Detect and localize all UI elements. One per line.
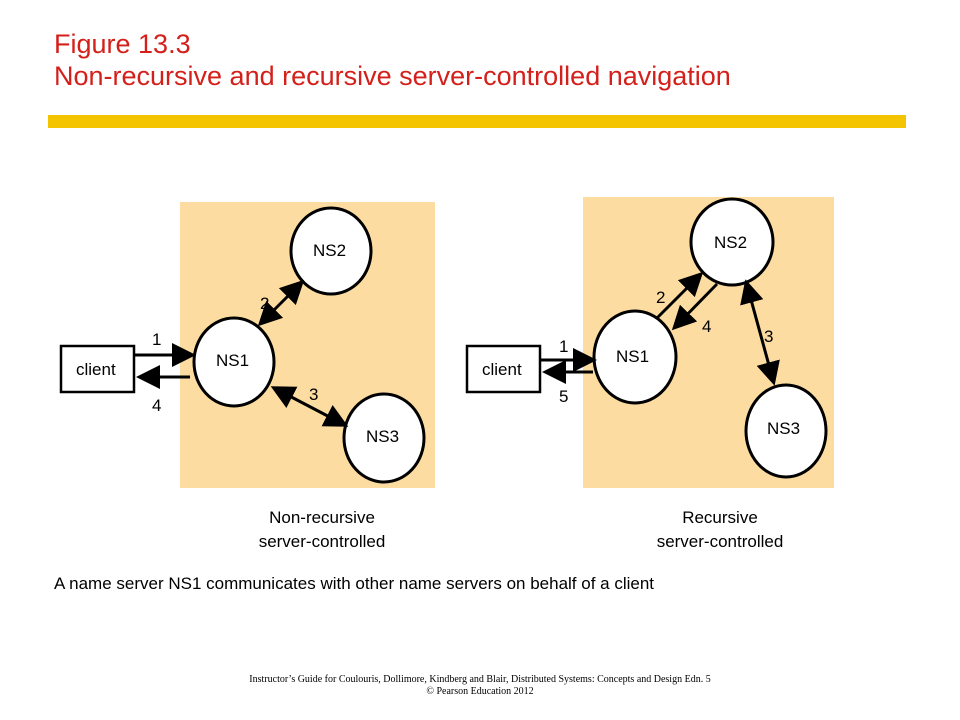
slide-title: Figure 13.3 Non-recursive and recursive … [54, 28, 731, 92]
left-caption-line2: server-controlled [258, 532, 386, 551]
right-client-box [465, 344, 542, 394]
right-ns3-label: NS3 [767, 419, 800, 438]
left-client-label: client [76, 360, 116, 379]
right-client-label: client [482, 360, 522, 379]
right-step-1-label: 1 [559, 337, 568, 356]
right-step-4-label: 4 [702, 317, 711, 336]
credit-line2: © Pearson Education 2012 [426, 686, 534, 697]
left-caption: Non-recursive server-controlled [212, 506, 432, 554]
right-arrow-step-3 [740, 279, 780, 386]
left-client-box [59, 344, 136, 394]
figure-number: Figure 13.3 [54, 29, 191, 59]
right-arrow-step-2 [655, 271, 704, 320]
right-caption-line2: server-controlled [656, 532, 784, 551]
right-step-3-label: 3 [764, 327, 773, 346]
left-caption-line1: Non-recursive [269, 508, 375, 527]
left-step-1-label: 1 [152, 330, 161, 349]
left-arrow-step-2 [257, 279, 305, 327]
left-step-2-label: 2 [260, 294, 269, 313]
recursive-diagram: client NS1 NS2 NS3 1 5 2 4 3 [465, 197, 834, 488]
left-ns3-node [342, 392, 426, 484]
right-ns2-label: NS2 [714, 233, 747, 252]
credit-footer: Instructor’s Guide for Coulouris, Dollim… [0, 674, 960, 698]
figure-title: Non-recursive and recursive server-contr… [54, 61, 731, 91]
left-step-3-label: 3 [309, 385, 318, 404]
title-underline-bar [48, 115, 906, 128]
credit-line1: Instructor’s Guide for Coulouris, Dollim… [249, 674, 711, 685]
left-arrow-step-3 [270, 386, 349, 427]
non-recursive-diagram: client NS1 NS2 NS3 1 4 2 3 [59, 202, 435, 488]
right-caption-line1: Recursive [682, 508, 758, 527]
right-ns2-node [689, 197, 775, 287]
right-ns1-label: NS1 [616, 347, 649, 366]
left-step-4-label: 4 [152, 396, 161, 415]
left-ns2-node [289, 206, 373, 296]
left-ns1-label: NS1 [216, 351, 249, 370]
diagram-description: A name server NS1 communicates with othe… [54, 574, 655, 593]
right-ns3-node [744, 383, 828, 479]
left-ns3-label: NS3 [366, 427, 399, 446]
right-step-5-label: 5 [559, 387, 568, 406]
right-caption: Recursive server-controlled [610, 506, 830, 554]
left-ns2-label: NS2 [313, 241, 346, 260]
right-step-2-label: 2 [656, 288, 665, 307]
right-arrow-step-4 [671, 282, 719, 331]
